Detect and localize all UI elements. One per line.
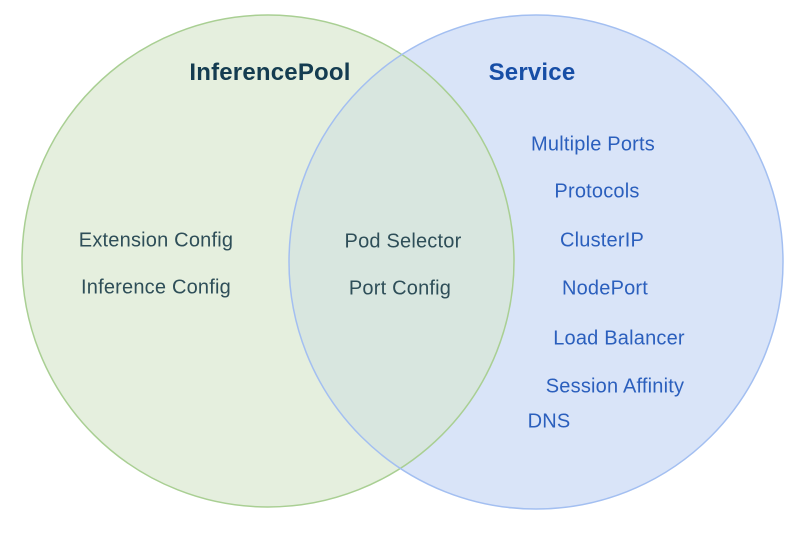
service-item-session-affinity: Session Affinity	[545, 375, 685, 398]
service-item-nodeport: NodePort	[561, 277, 649, 300]
service-circle-border	[288, 14, 784, 510]
service-item-load-balancer: Load Balancer	[553, 327, 685, 350]
inferencepool-item-extension-config: Extension Config	[78, 229, 234, 252]
inferencepool-title: InferencePool	[189, 59, 351, 86]
service-item-clusterip: ClusterIP	[559, 229, 645, 252]
intersection-item-pod-selector: Pod Selector	[344, 230, 462, 253]
inferencepool-item-inference-config: Inference Config	[81, 276, 231, 299]
intersection-region	[289, 15, 514, 507]
service-item-protocols: Protocols	[554, 180, 640, 203]
service-item-dns: DNS	[527, 410, 571, 433]
service-title: Service	[488, 59, 576, 86]
service-item-multiple-ports: Multiple Ports	[531, 133, 655, 156]
inferencepool-circle-border	[21, 14, 515, 508]
intersection-item-port-config: Port Config	[348, 277, 452, 300]
